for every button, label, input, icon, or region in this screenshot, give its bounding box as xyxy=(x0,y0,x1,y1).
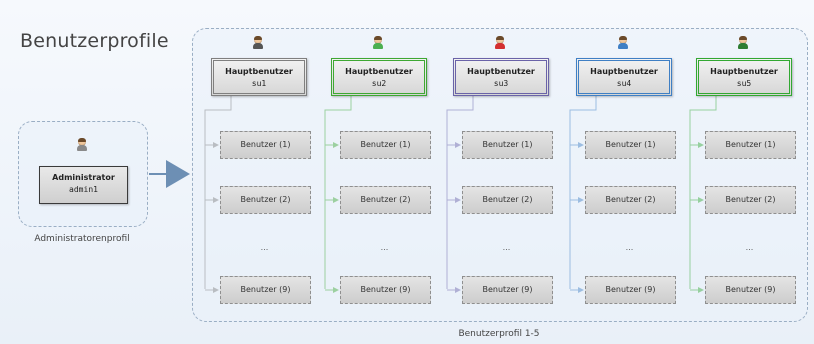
admin-caption: Administratorenprofil xyxy=(34,234,130,244)
superuser-person-icon xyxy=(618,36,628,49)
superuser-card: Hauptbenutzer su4 xyxy=(576,58,672,96)
superuser-card-inner-border xyxy=(578,60,670,94)
page-title: Benutzerprofile xyxy=(20,30,169,52)
superuser-person-icon xyxy=(253,36,263,49)
user-box: Benutzer (2) xyxy=(585,186,676,214)
users-ellipsis: ... xyxy=(745,243,754,252)
admin-card: Administrator admin1 xyxy=(39,166,128,204)
users-ellipsis: ... xyxy=(625,243,634,252)
user-box: Benutzer (9) xyxy=(220,276,311,304)
users-caption: Benutzerprofil 1-5 xyxy=(458,329,540,339)
superuser-person-icon xyxy=(373,36,383,49)
user-box: Benutzer (9) xyxy=(705,276,796,304)
superuser-title: Hauptbenutzer xyxy=(345,67,413,76)
superuser-id: su5 xyxy=(736,79,752,88)
users-ellipsis: ... xyxy=(502,243,511,252)
superuser-id: su3 xyxy=(493,79,509,88)
user-box: Benutzer (2) xyxy=(705,186,796,214)
superuser-card-inner-border xyxy=(698,60,790,94)
user-box: Benutzer (1) xyxy=(705,131,796,159)
superuser-card-inner-border xyxy=(333,60,425,94)
superuser-card: Hauptbenutzer su2 xyxy=(331,58,427,96)
superuser-id: su4 xyxy=(616,79,632,88)
user-box: Benutzer (9) xyxy=(462,276,553,304)
superuser-title: Hauptbenutzer xyxy=(467,67,535,76)
user-box: Benutzer (1) xyxy=(585,131,676,159)
superuser-card: Hauptbenutzer su3 xyxy=(453,58,549,96)
admin-arrow-icon xyxy=(166,160,190,188)
user-box: Benutzer (1) xyxy=(340,131,431,159)
superuser-card-inner-border xyxy=(455,60,547,94)
admin-id: admin1 xyxy=(69,185,98,194)
users-ellipsis: ... xyxy=(380,243,389,252)
superuser-id: su1 xyxy=(251,79,267,88)
admin-person-icon xyxy=(77,138,87,151)
users-ellipsis: ... xyxy=(260,243,269,252)
superuser-card: Hauptbenutzer su5 xyxy=(696,58,792,96)
superuser-title: Hauptbenutzer xyxy=(710,67,778,76)
admin-title: Administrator xyxy=(52,173,115,182)
user-box: Benutzer (2) xyxy=(220,186,311,214)
user-box: Benutzer (9) xyxy=(585,276,676,304)
user-box: Benutzer (1) xyxy=(462,131,553,159)
superuser-person-icon xyxy=(495,36,505,49)
user-box: Benutzer (1) xyxy=(220,131,311,159)
superuser-person-icon xyxy=(738,36,748,49)
user-box: Benutzer (2) xyxy=(462,186,553,214)
superuser-card-inner-border xyxy=(213,60,305,94)
superuser-card: Hauptbenutzer su1 xyxy=(211,58,307,96)
superuser-id: su2 xyxy=(371,79,387,88)
superuser-title: Hauptbenutzer xyxy=(590,67,658,76)
superuser-title: Hauptbenutzer xyxy=(225,67,293,76)
user-box: Benutzer (9) xyxy=(340,276,431,304)
user-box: Benutzer (2) xyxy=(340,186,431,214)
